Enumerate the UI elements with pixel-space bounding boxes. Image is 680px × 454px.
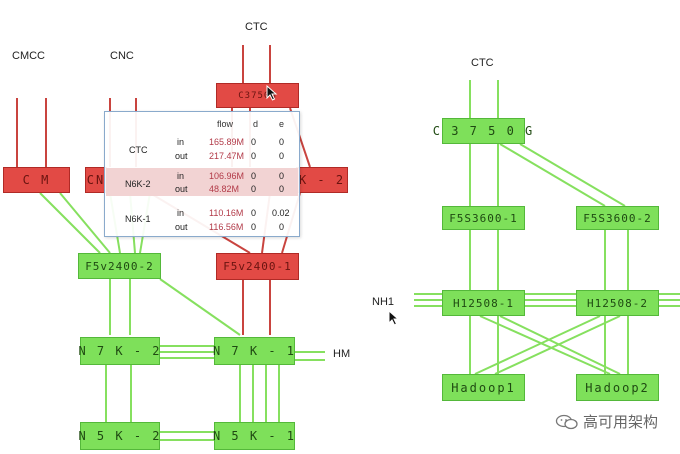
tooltip-flow: 48.82M <box>209 184 240 194</box>
link <box>499 143 606 207</box>
tooltip-flow: 106.96M <box>209 171 245 181</box>
tooltip-dir: out <box>175 222 188 232</box>
node-n7k-2[interactable]: N 7 K - 2 <box>78 337 160 365</box>
wechat-icon <box>555 414 578 429</box>
node-h12508-1[interactable]: H12508-1 <box>442 290 525 316</box>
node-n7k-1[interactable]: N 7 K - 1 <box>213 337 295 365</box>
tooltip-dir: out <box>175 184 188 194</box>
mouse-cursor-icon <box>266 84 278 101</box>
link <box>474 315 601 375</box>
node-f5s3600-1[interactable]: F5S3600-1 <box>442 206 525 230</box>
node-k2[interactable]: K - 2 <box>296 167 348 193</box>
tooltip-dir: out <box>175 151 188 161</box>
node-n5k-2[interactable]: N 5 K - 2 <box>78 422 160 450</box>
tooltip-header-d: d <box>253 119 259 129</box>
mouse-cursor-icon <box>388 309 400 326</box>
watermark: 高可用架构 <box>555 411 658 432</box>
label-cnc: CNC <box>110 50 134 62</box>
tooltip-flow: 116.56M <box>209 222 244 232</box>
tooltip-d: 0 <box>251 184 257 194</box>
tooltip-e: 0 <box>279 171 285 181</box>
node-c3750g[interactable]: C 3 7 5 0 G <box>433 118 532 144</box>
node-ctc-top[interactable]: C3750G <box>216 83 299 108</box>
link <box>159 278 241 336</box>
link <box>59 192 111 254</box>
traffic-tooltip: flow d e CTC in 165.89M 0 0 out 217.47M … <box>104 111 300 237</box>
tooltip-highlight-row <box>106 168 298 196</box>
tooltip-d: 0 <box>251 151 257 161</box>
tooltip-e: 0 <box>279 137 285 147</box>
node-hadoop1[interactable]: Hadoop1 <box>442 374 525 401</box>
tooltip-d: 0 <box>251 171 257 181</box>
tooltip-dir: in <box>177 171 185 181</box>
node-cn[interactable]: CN <box>85 167 107 193</box>
tooltip-flow: 110.16M <box>209 208 244 218</box>
tooltip-group-name: CTC <box>129 145 148 155</box>
tooltip-group-name: N6K-1 <box>125 214 151 224</box>
link <box>479 315 611 375</box>
label-nh1: NH1 <box>372 296 395 308</box>
tooltip-dir: in <box>177 208 185 218</box>
tooltip-d: 0 <box>251 222 257 232</box>
tooltip-d: 0 <box>251 208 257 218</box>
tooltip-group-name: N6K-2 <box>125 179 151 189</box>
tooltip-e: 0 <box>279 222 285 232</box>
tooltip-flow: 217.47M <box>209 151 245 161</box>
label-cmcc: CMCC <box>12 50 45 62</box>
node-f5v2400-2[interactable]: F5v2400-2 <box>78 253 161 279</box>
label-hm: HM <box>333 348 351 360</box>
tooltip-flow: 165.89M <box>209 137 245 147</box>
tooltip-d: 0 <box>251 137 257 147</box>
tooltip-e: 0.02 <box>272 208 290 218</box>
tooltip-dir: in <box>177 137 185 147</box>
link <box>39 192 101 254</box>
tooltip-header-e: e <box>279 119 285 129</box>
label-ctc-left: CTC <box>245 21 268 33</box>
node-h12508-2[interactable]: H12508-2 <box>576 290 659 316</box>
node-f5v2400-1[interactable]: F5v2400-1 <box>216 253 299 280</box>
tooltip-e: 0 <box>279 151 285 161</box>
link <box>494 315 621 375</box>
watermark-text: 高可用架构 <box>582 414 658 431</box>
label-ctc-right: CTC <box>471 57 494 69</box>
node-hadoop2[interactable]: Hadoop2 <box>576 374 659 401</box>
tooltip-e: 0 <box>279 184 285 194</box>
tooltip-header-flow: flow <box>217 119 234 129</box>
link <box>499 315 621 375</box>
link <box>519 143 626 207</box>
node-f5s3600-2[interactable]: F5S3600-2 <box>576 206 659 230</box>
node-n5k-1[interactable]: N 5 K - 1 <box>213 422 295 450</box>
node-c-m[interactable]: C M <box>3 167 70 193</box>
